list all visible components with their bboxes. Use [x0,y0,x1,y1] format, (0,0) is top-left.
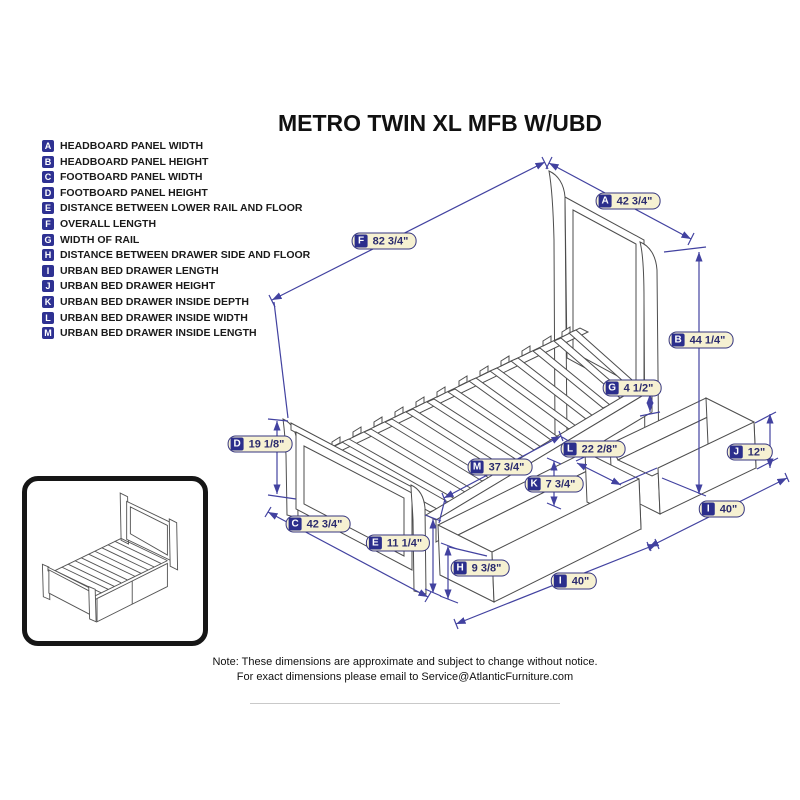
slat-spacer-blocks [331,326,571,448]
footnote-line-1: Note: These dimensions are approximate a… [212,656,598,668]
dim-letter-chip: I [553,574,567,588]
legend-letter-chip: B [42,155,54,168]
dim-letter-chip: C [288,517,302,531]
dim-letter-chip: I [701,502,715,516]
dim-letter-chip: H [453,561,467,575]
legend-letter-chip: K [42,295,54,308]
footnote-divider [250,703,560,704]
dim-letter-chip: G [605,381,619,395]
footnote: Note: These dimensions are approximate a… [180,655,630,685]
legend-letter-chip: E [42,202,54,215]
legend-letter-chip: F [42,217,54,230]
legend-letter-chip: G [42,233,54,246]
legend-letter-chip: J [42,280,54,293]
legend-letter-chip: C [42,171,54,184]
legend-letter-chip: L [42,311,54,324]
footnote-line-2: For exact dimensions please email to Ser… [236,671,574,683]
dim-letter-chip: D [230,437,244,451]
legend-letter-chip: I [42,264,54,277]
legend-letter-chip: M [42,327,54,340]
headboard [548,170,660,478]
dim-letter-chip: B [671,333,685,347]
drawer-middle [437,451,642,603]
assembled-bed-thumbnail [22,476,208,646]
dim-letter-chip: J [729,445,743,459]
dim-letter-chip: E [368,536,382,550]
dim-letter-chip: K [527,477,541,491]
dim-letter-chip: M [470,460,484,474]
legend-letter-chip: H [42,249,54,262]
dim-letter-chip: F [354,234,368,248]
inset-bed-drawing [41,492,179,623]
page-title: METRO TWIN XL MFB W/UBD [277,110,603,136]
dim-letter-chip: A [598,194,612,208]
legend-letter-chip: A [42,140,54,152]
legend-letter-chip: D [42,186,54,199]
dim-letter-chip: L [563,442,577,456]
